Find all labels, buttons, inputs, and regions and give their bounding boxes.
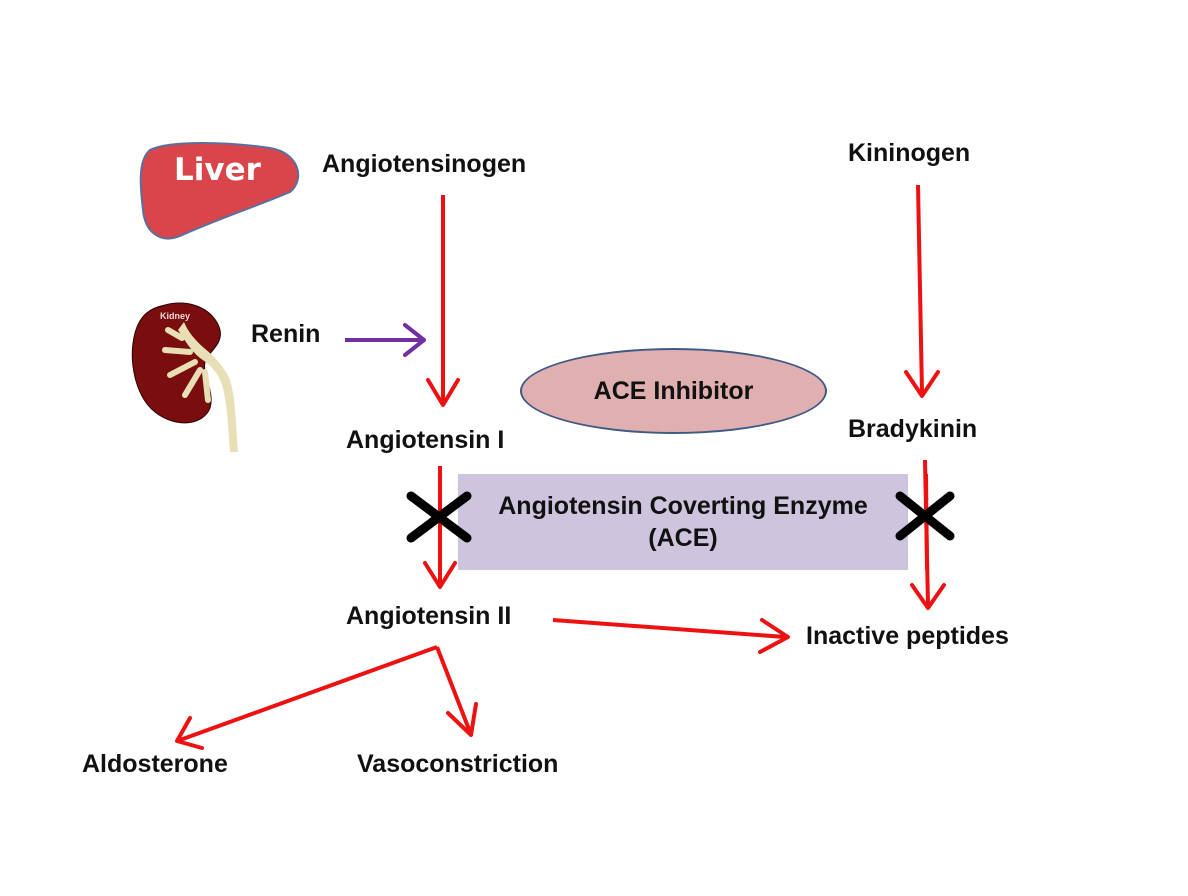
node-kininogen: Kininogen [848,139,971,167]
ace-inhibitor-label: ACE Inhibitor [593,376,754,405]
block-x-icon [895,491,955,541]
node-angiotensin-1: Angiotensin I [346,426,505,454]
node-vasoconstriction: Vasoconstriction [357,750,559,778]
node-angiotensinogen: Angiotensinogen [322,150,527,178]
node-angiotensin-2: Angiotensin II [346,602,512,630]
node-bradykinin: Bradykinin [848,415,978,443]
ace-enzyme-box: Angiotensin Coverting Enzyme (ACE) [458,474,908,570]
kidney-icon [131,302,238,452]
ace-enzyme-label-line2: (ACE) [648,524,718,552]
node-aldosterone: Aldosterone [82,750,228,778]
kidney-label: Kidney [160,311,191,321]
liver-icon [139,142,300,240]
node-renin: Renin [251,320,321,348]
node-inactive-peptides: Inactive peptides [806,622,1009,650]
liver-label: Liver [174,152,261,188]
ace-inhibitor-ellipse: ACE Inhibitor [520,348,827,434]
ace-enzyme-label-line1: Angiotensin Coverting Enzyme [498,491,868,520]
block-x-icon [406,491,472,543]
